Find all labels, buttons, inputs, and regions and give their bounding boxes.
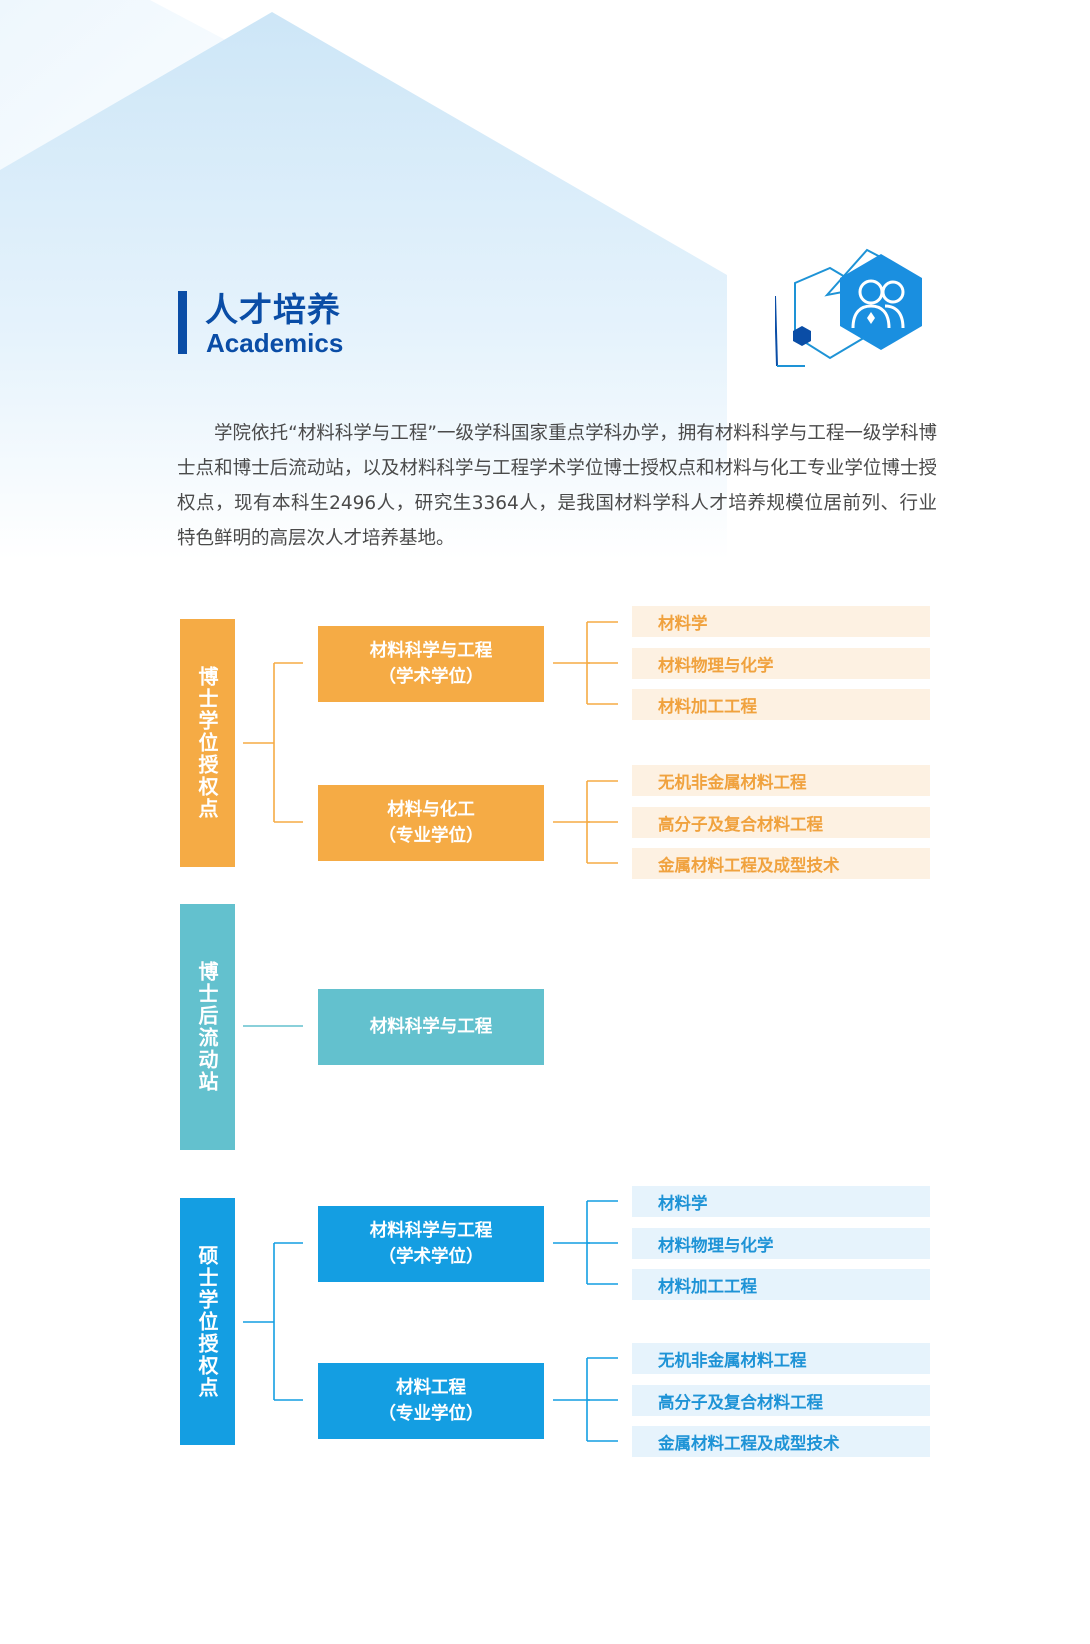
intro-paragraph: 学院依托“材料科学与工程”一级学科国家重点学科办学，拥有材料科学与工程一级学科博… bbox=[177, 423, 937, 549]
people-icon bbox=[775, 248, 922, 367]
postdoc-program: 材料科学与工程 bbox=[318, 989, 544, 1065]
program-name: 材料科学与工程 bbox=[369, 1017, 493, 1037]
doctoral-professional-program: 材料与化工 （专业学位） bbox=[318, 785, 544, 861]
program-type: （学术学位） bbox=[378, 1247, 484, 1267]
master-subfield: 材料加工工程 bbox=[632, 1269, 930, 1300]
master-subfield: 高分子及复合材料工程 bbox=[632, 1385, 930, 1416]
section-title: 人才培养 bbox=[205, 290, 341, 329]
master-degree-label: 硕士学位授权点 bbox=[180, 1198, 235, 1445]
postdoc-station-label: 博士后流动站 bbox=[180, 904, 235, 1150]
doctoral-subfield: 金属材料工程及成型技术 bbox=[632, 848, 930, 879]
program-type: （专业学位） bbox=[378, 826, 484, 846]
master-subfield: 金属材料工程及成型技术 bbox=[632, 1426, 930, 1457]
doctoral-academic-program: 材料科学与工程 （学术学位） bbox=[318, 626, 544, 702]
doctoral-subfield: 材料物理与化学 bbox=[632, 648, 930, 679]
master-subfield: 材料物理与化学 bbox=[632, 1228, 930, 1259]
master-subfield: 无机非金属材料工程 bbox=[632, 1343, 930, 1374]
master-professional-program: 材料工程 （专业学位） bbox=[318, 1363, 544, 1439]
doctoral-degree-label: 博士学位授权点 bbox=[180, 619, 235, 867]
doctoral-subfield: 高分子及复合材料工程 bbox=[632, 807, 930, 838]
master-subfield: 材料学 bbox=[632, 1186, 930, 1217]
program-name: 材料工程 bbox=[396, 1378, 466, 1398]
section-subtitle: Academics bbox=[206, 328, 344, 358]
doctoral-subfield: 材料学 bbox=[632, 606, 930, 637]
title-accent-bar bbox=[178, 291, 187, 354]
doctoral-subfield: 材料加工工程 bbox=[632, 689, 930, 720]
doctoral-subfield: 无机非金属材料工程 bbox=[632, 765, 930, 796]
program-name: 材料科学与工程 bbox=[369, 641, 493, 661]
program-name: 材料与化工 bbox=[387, 800, 475, 820]
program-type: （学术学位） bbox=[378, 667, 484, 687]
program-type: （专业学位） bbox=[378, 1404, 484, 1424]
master-academic-program: 材料科学与工程 （学术学位） bbox=[318, 1206, 544, 1282]
program-name: 材料科学与工程 bbox=[369, 1221, 493, 1241]
